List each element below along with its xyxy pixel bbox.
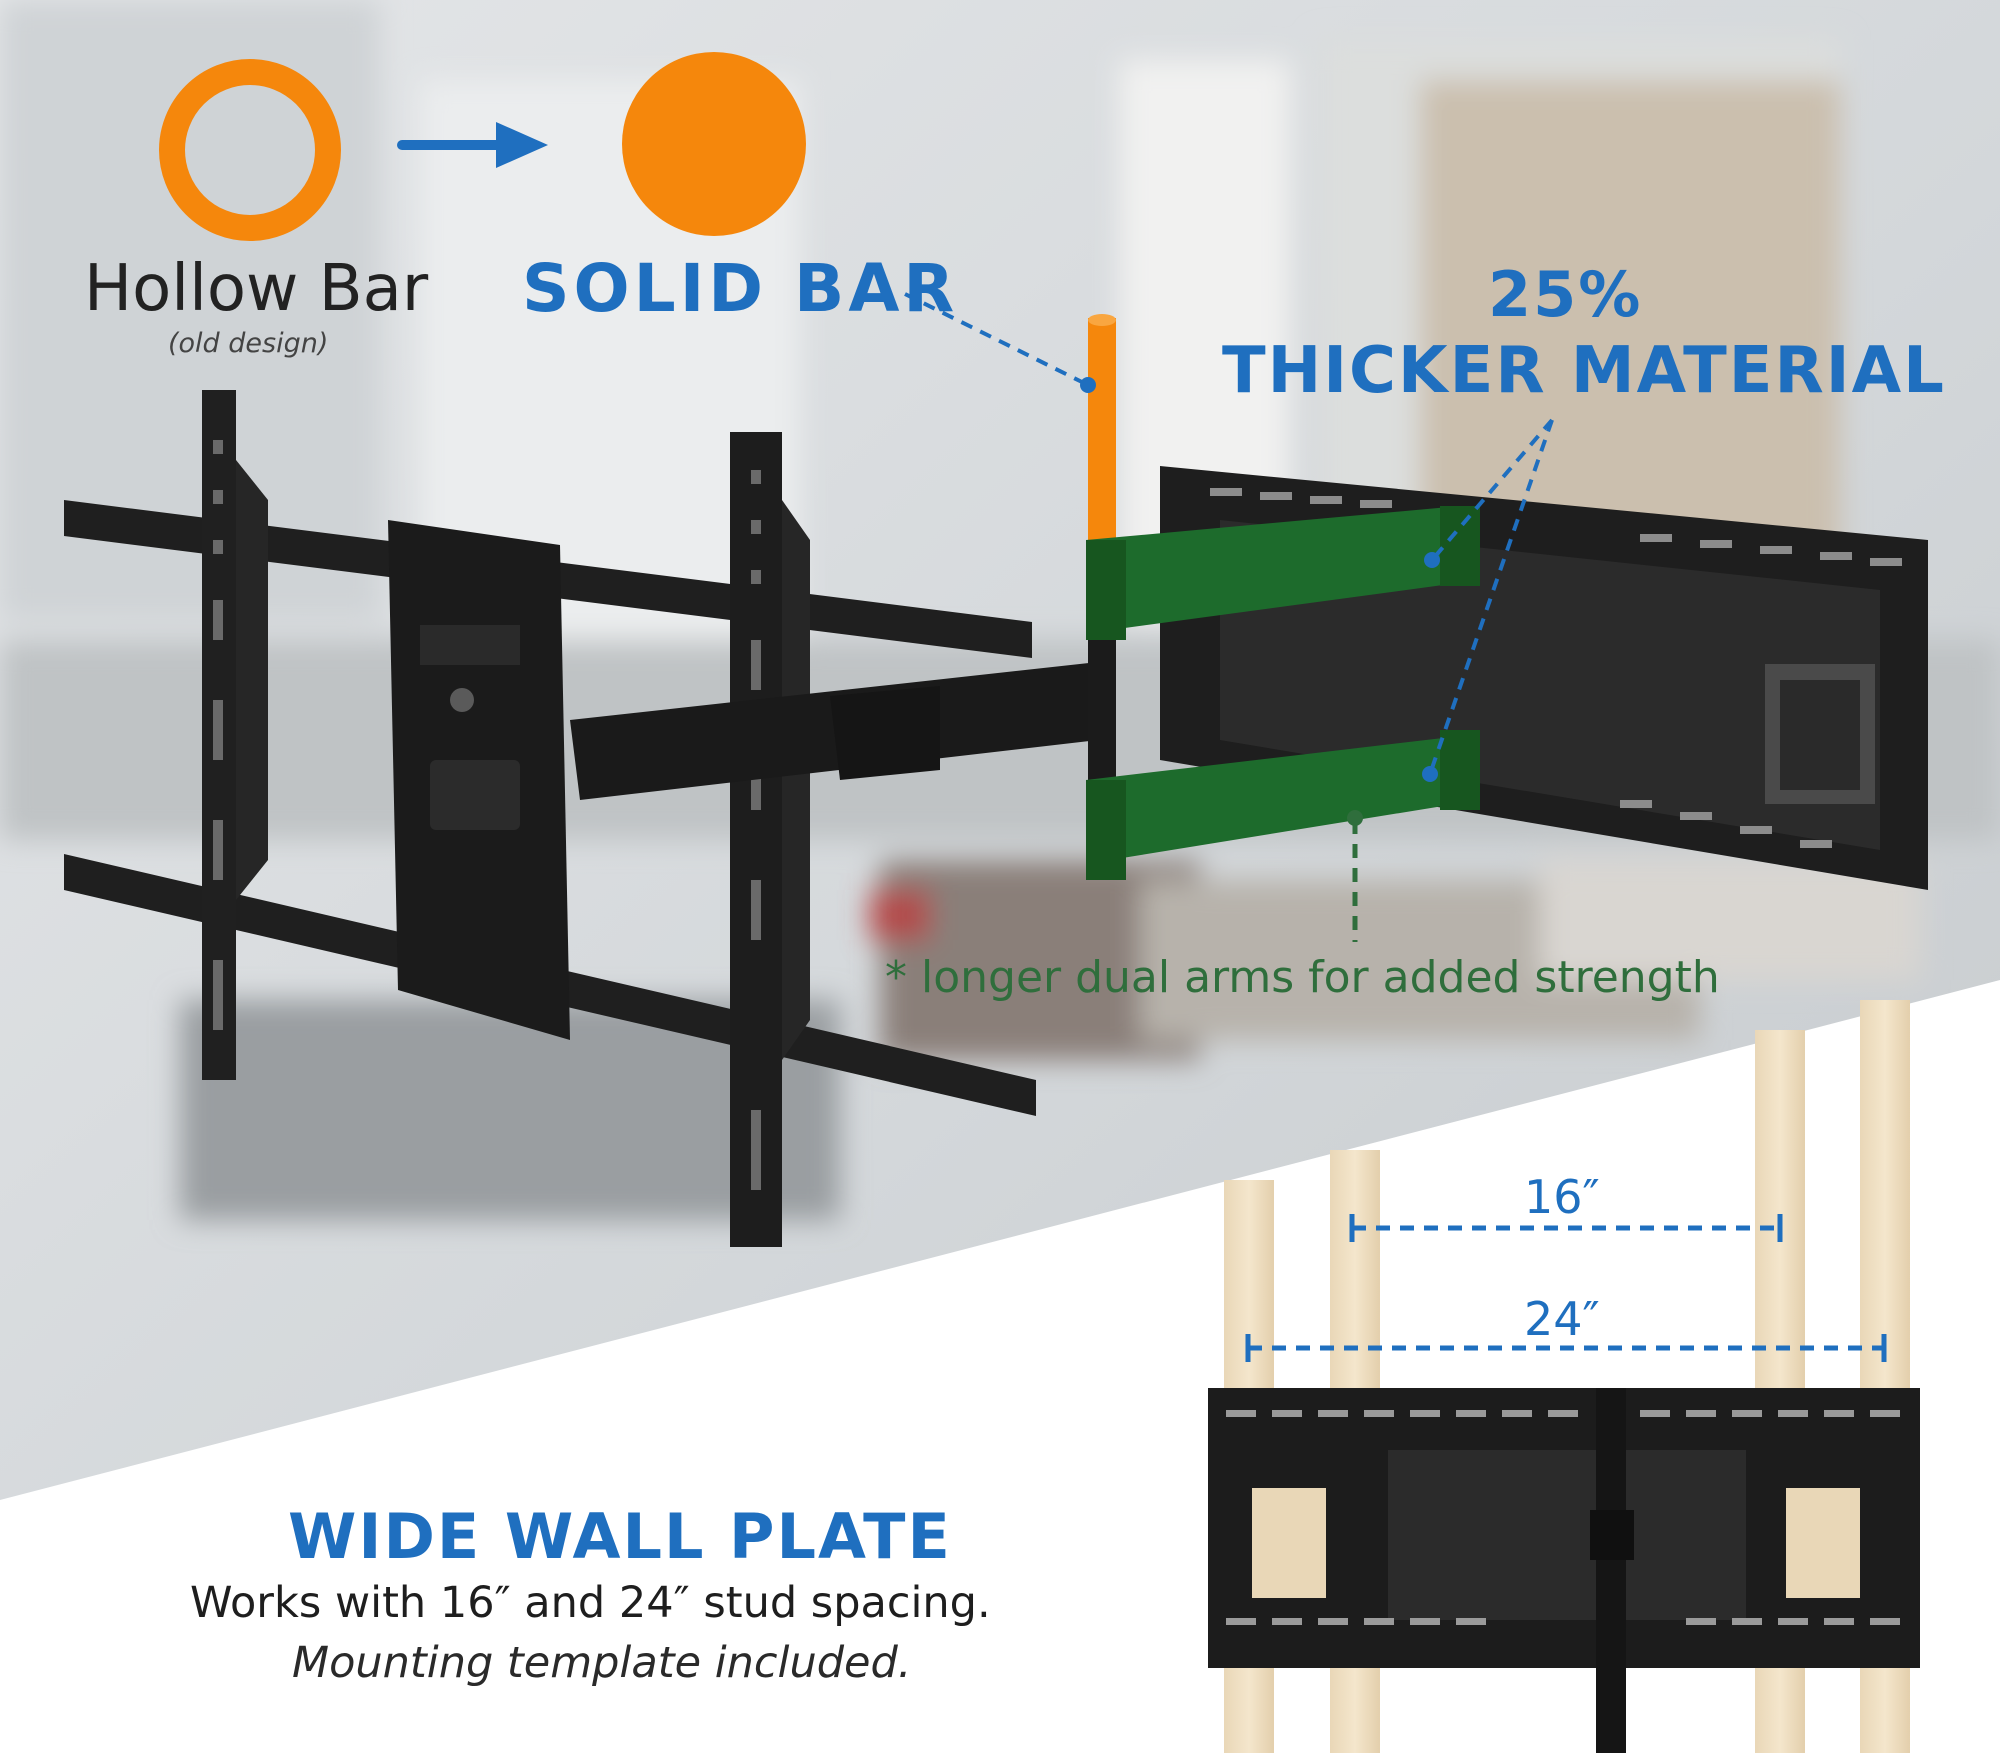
wall-plate-detail: [1208, 1388, 1920, 1753]
hollow-bar-title: Hollow Bar: [84, 252, 429, 326]
template-note: Mounting template included.: [292, 1638, 912, 1688]
right-arrow-icon: [397, 122, 548, 168]
thicker-percent: 25%: [1488, 258, 1643, 331]
dimension-16-label: 16″: [1524, 1170, 1600, 1224]
solid-bar-title: SOLID BAR: [522, 250, 959, 327]
solid-disc-icon: [622, 52, 806, 236]
hollow-ring-icon: [159, 59, 341, 241]
hollow-bar-subtitle: (old design): [168, 328, 329, 359]
dimension-24-label: 24″: [1524, 1292, 1600, 1346]
wide-wall-plate-title: WIDE WALL PLATE: [288, 1500, 952, 1573]
thicker-material-title: THICKER MATERIAL: [1222, 334, 1946, 408]
stud-spacing-text: Works with 16″ and 24″ stud spacing.: [190, 1578, 991, 1628]
dual-arms-note: * longer dual arms for added strength: [885, 952, 1720, 1003]
dimension-lines: [1245, 1214, 1887, 1362]
callout-leaders: [904, 292, 1554, 942]
tv-bracket: [64, 314, 1928, 1247]
